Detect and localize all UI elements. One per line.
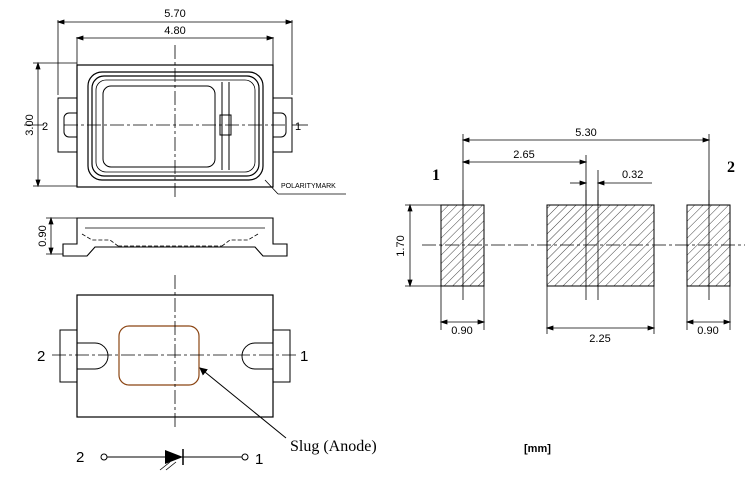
led-diode-icon: 2 1 bbox=[76, 449, 263, 471]
dim-pad-left-width: 0.90 bbox=[451, 325, 472, 337]
footprint-pin-left: 1 bbox=[432, 167, 440, 184]
bottom-pin-left: 2 bbox=[37, 348, 45, 365]
dim-offset: 0.32 bbox=[622, 169, 643, 181]
symbol-pin-left: 2 bbox=[76, 449, 84, 466]
polarity-mark-label: POLARITYMARK bbox=[281, 183, 336, 190]
dim-pad-height: 1.70 bbox=[395, 235, 407, 256]
dim-total-width: 5.30 bbox=[575, 127, 596, 139]
bottom-pin-right: 1 bbox=[300, 348, 308, 365]
dim-height bbox=[33, 61, 77, 188]
top-pin-left: 2 bbox=[42, 121, 48, 133]
dim-width-inner-label: 4.80 bbox=[164, 25, 185, 37]
dim-width-outer bbox=[56, 19, 294, 95]
symbol-pin-right: 1 bbox=[255, 451, 263, 468]
pad-right bbox=[686, 204, 731, 287]
dim-pad-right-width: 0.90 bbox=[697, 325, 718, 337]
dim-width-outer-label: 5.70 bbox=[164, 8, 185, 20]
dim-half-width: 2.65 bbox=[513, 149, 534, 161]
pad-center bbox=[546, 204, 655, 287]
slug-label: Slug (Anode) bbox=[290, 438, 377, 455]
footprint-pin-right: 2 bbox=[727, 159, 735, 176]
anode-slug bbox=[118, 325, 200, 386]
dim-width-inner bbox=[75, 35, 275, 68]
dim-pad-center-width: 2.25 bbox=[589, 333, 610, 345]
unit-label: [mm] bbox=[524, 443, 551, 455]
side-view: 0.90 bbox=[37, 216, 288, 257]
bottom-view: 2 1 Slug (Anode) bbox=[37, 275, 377, 455]
dim-side-height-label: 0.90 bbox=[37, 225, 49, 246]
top-view: 5.70 4.80 3.00 bbox=[24, 8, 346, 200]
dim-side-height bbox=[46, 216, 77, 256]
footprint: 1 2 5.30 2.65 0.32 bbox=[395, 127, 745, 455]
top-pin-right: 1 bbox=[295, 121, 301, 133]
pad-left bbox=[440, 204, 485, 287]
